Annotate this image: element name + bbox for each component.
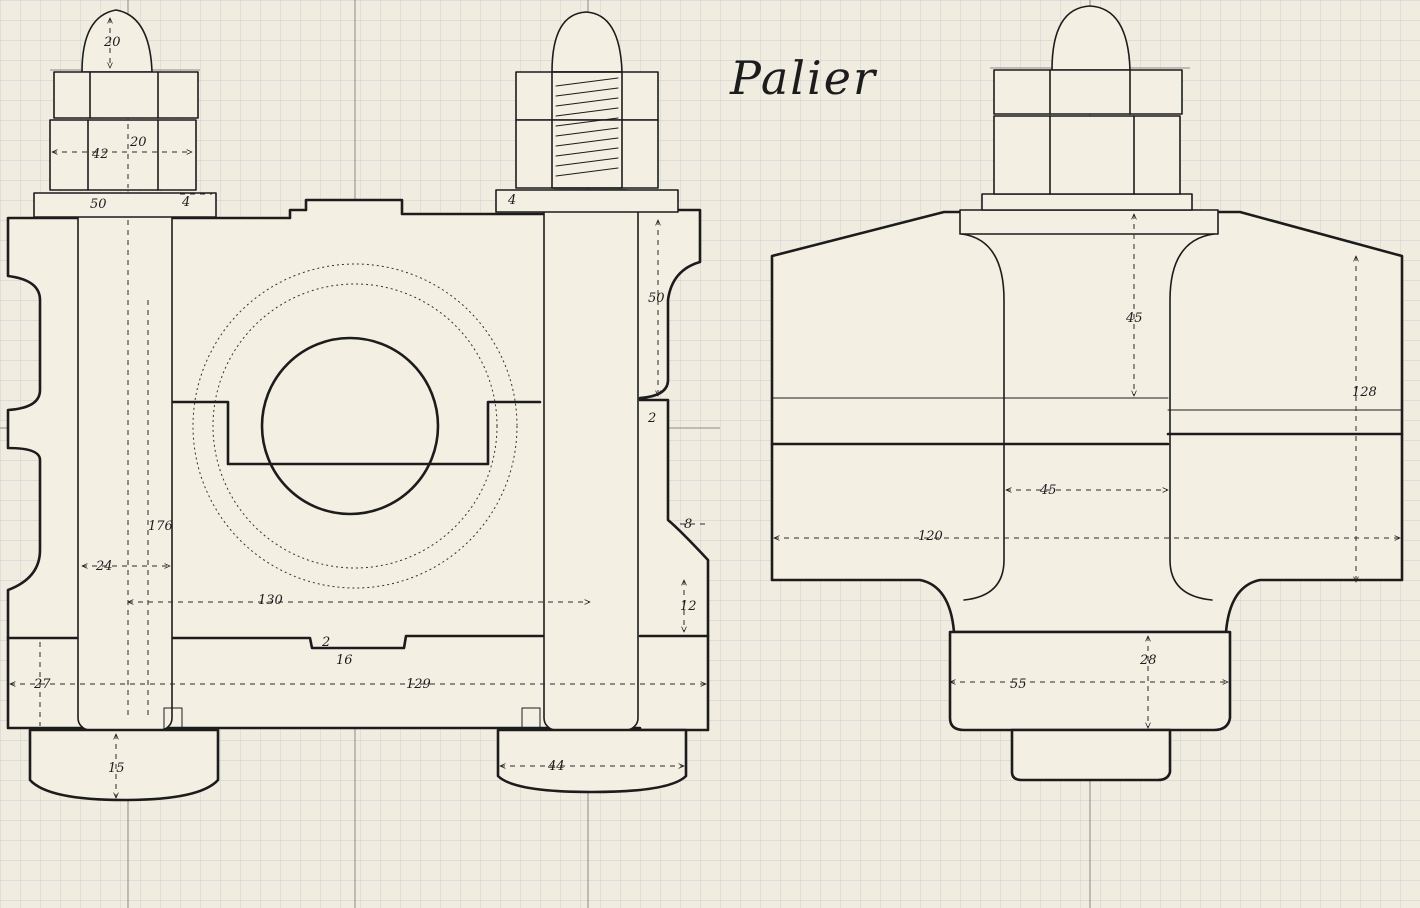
svg-text:27: 27 [33, 677, 51, 692]
right-washer [495, 189, 679, 213]
left-bolt-head [28, 728, 220, 802]
thread-lines [555, 77, 619, 177]
joint-line [170, 400, 542, 466]
svg-text:176: 176 [148, 519, 173, 534]
dimension-labels: 20 42 20 50 4 4 50 2 8 176 24 130 2 16 2… [33, 35, 1377, 776]
outer-bush-circle [192, 263, 518, 589]
dimension-lines [10, 18, 1400, 798]
svg-text:4: 4 [507, 193, 516, 208]
svg-text:8: 8 [684, 517, 692, 532]
drawing-title: Palier [729, 51, 878, 105]
inner-bush-circle [212, 283, 498, 569]
left-nut-assembly [49, 9, 199, 191]
svg-text:4: 4 [181, 195, 190, 210]
svg-text:50: 50 [648, 291, 665, 306]
svg-text:55: 55 [1010, 677, 1027, 692]
svg-text:120: 120 [918, 529, 943, 544]
svg-text:15: 15 [108, 761, 125, 776]
side-body [770, 210, 1404, 634]
side-bolt-head [1010, 728, 1172, 782]
side-nut-assembly [993, 5, 1183, 195]
left-bolt-shank [77, 195, 173, 731]
side-cap-top [959, 209, 1219, 235]
svg-text:45: 45 [1039, 483, 1057, 498]
svg-text:44: 44 [547, 759, 565, 774]
svg-text:129: 129 [406, 677, 431, 692]
base-line [6, 634, 710, 650]
svg-text:20: 20 [103, 35, 121, 50]
front-view [6, 9, 710, 802]
side-view [770, 5, 1404, 782]
svg-text:12: 12 [680, 599, 697, 614]
side-foot [948, 630, 1232, 732]
svg-text:20: 20 [129, 135, 147, 150]
svg-text:24: 24 [95, 559, 113, 574]
svg-text:2: 2 [321, 635, 330, 650]
svg-text:2: 2 [647, 411, 656, 426]
right-nut-assembly [515, 11, 659, 189]
shaft-bore [260, 336, 440, 516]
svg-text:50: 50 [90, 197, 107, 212]
svg-text:16: 16 [336, 653, 353, 668]
svg-text:128: 128 [1352, 385, 1377, 400]
svg-text:42: 42 [91, 147, 109, 162]
svg-text:45: 45 [1125, 311, 1143, 326]
right-bolt-head [496, 728, 688, 794]
svg-text:130: 130 [258, 593, 283, 608]
right-bolt-shank [543, 189, 639, 731]
left-washer [33, 192, 217, 218]
svg-text:28: 28 [1139, 653, 1157, 668]
